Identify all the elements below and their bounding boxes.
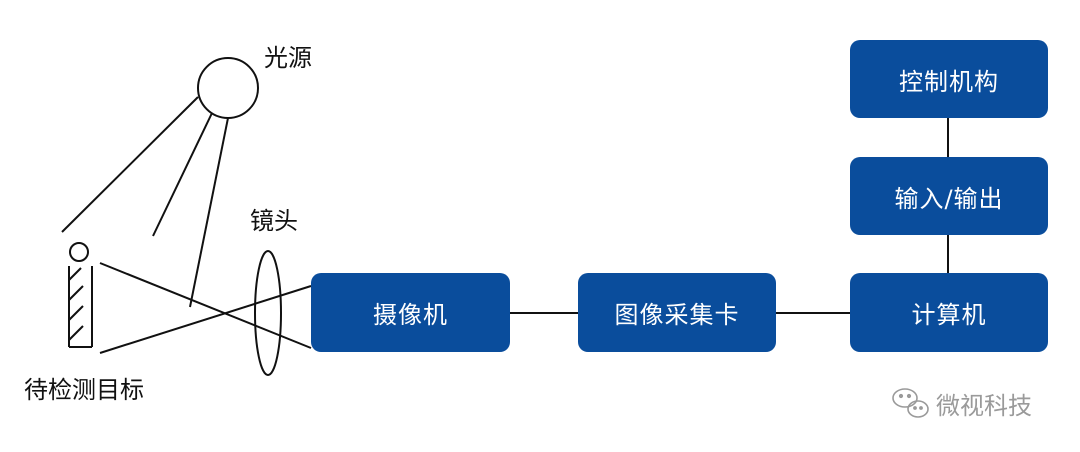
light-ray-3 [189, 117, 229, 308]
target-head [69, 242, 89, 262]
lens-label: 镜头 [250, 207, 298, 235]
computer-box: 计算机 [850, 273, 1048, 352]
camera-box: 摄像机 [311, 273, 510, 352]
light-ray-2 [152, 112, 213, 237]
io-box: 输入/输出 [850, 157, 1048, 235]
capture-card-box: 图像采集卡 [578, 273, 776, 352]
target-label: 待检测目标 [24, 376, 144, 404]
light-ray-1 [61, 96, 199, 233]
light-source-circle [197, 57, 259, 119]
imaging-ray-bottom [99, 285, 312, 354]
target-hatching [68, 267, 84, 341]
lens-ellipse [254, 250, 282, 376]
watermark: 微视科技 [936, 386, 1032, 421]
imaging-ray-top [99, 262, 312, 349]
watermark-text: 微视科技 [936, 392, 1032, 420]
wechat-icon [892, 388, 929, 418]
light-source-label: 光源 [264, 44, 312, 72]
control-box: 控制机构 [850, 40, 1048, 118]
